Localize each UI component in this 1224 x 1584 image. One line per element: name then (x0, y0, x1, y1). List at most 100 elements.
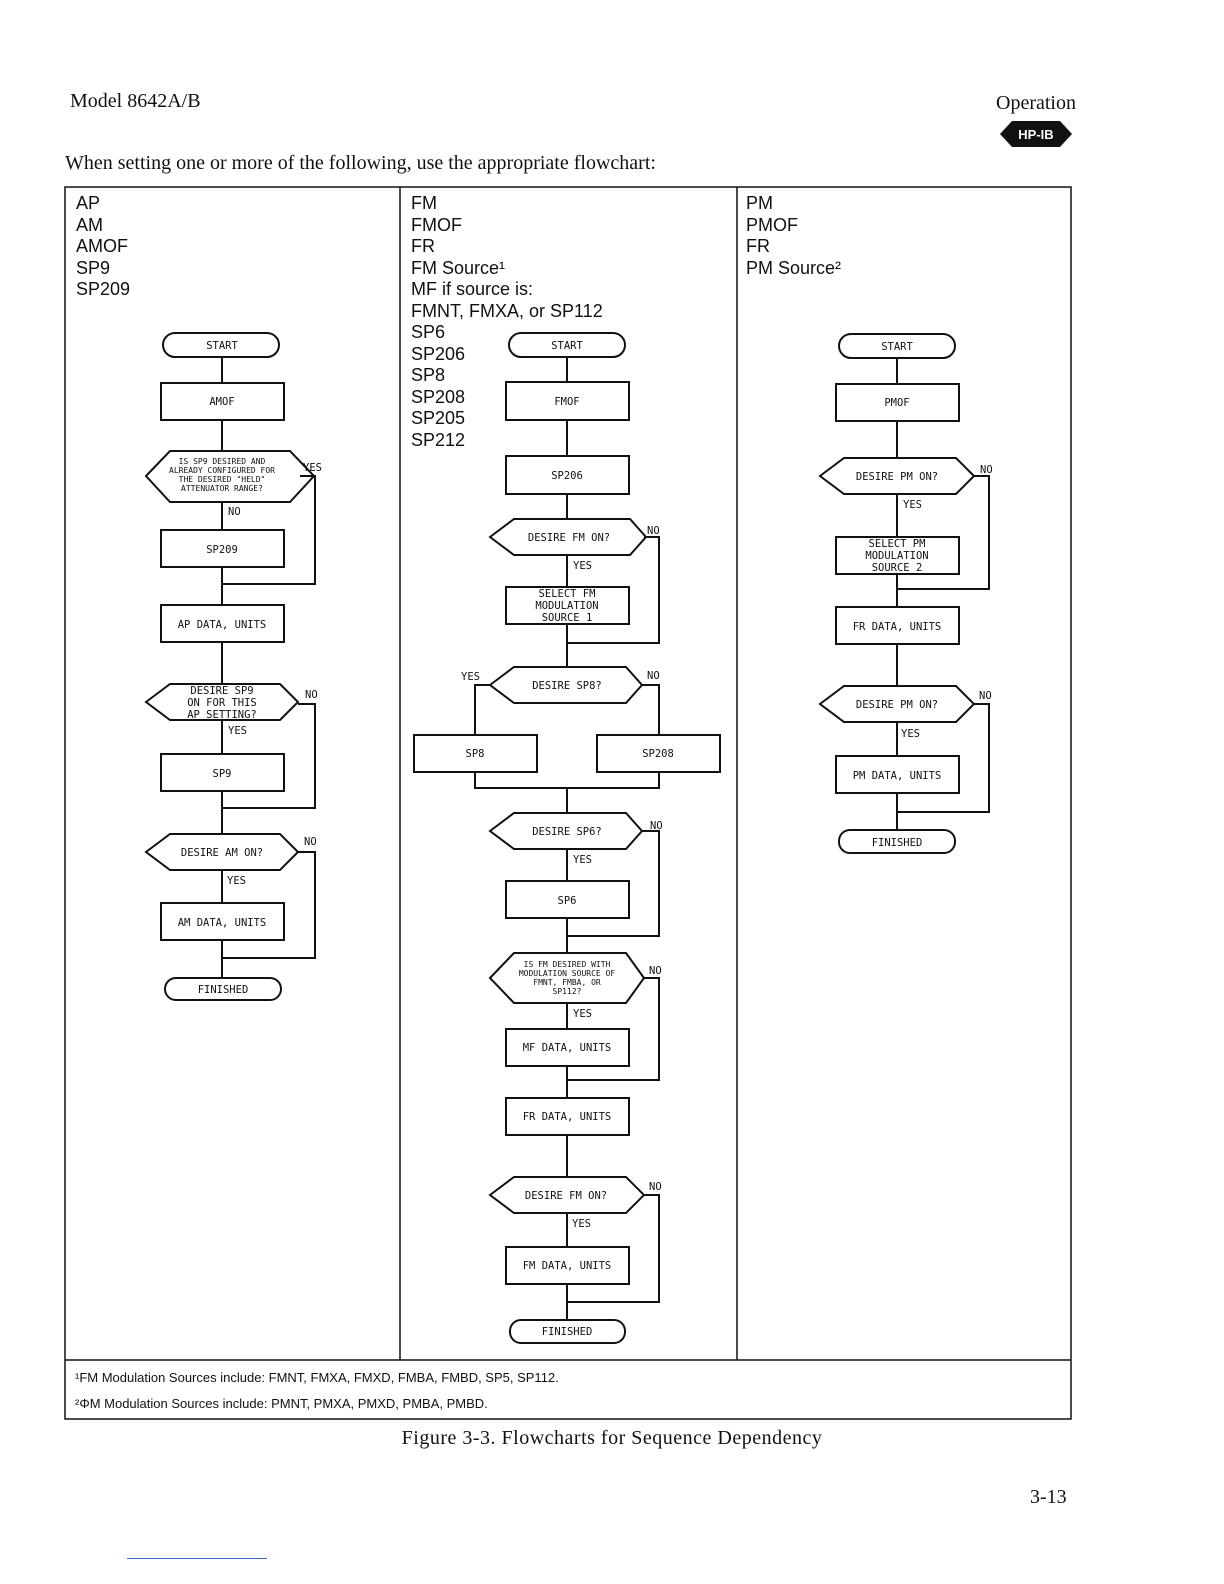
no-label: NO (305, 689, 318, 701)
finished-label: FINISHED (198, 984, 249, 996)
list-item: MF if source is: (411, 279, 534, 299)
decision-line: SP112? (553, 987, 582, 996)
yes-label: YES (303, 462, 322, 474)
fm-data-label: FM DATA, UNITS (523, 1260, 612, 1272)
column3-list: PM PMOF FR PM Source² (746, 193, 841, 279)
pm-data-label: PM DATA, UNITS (853, 770, 942, 782)
select-line: SOURCE 1 (542, 612, 593, 624)
yes-label: YES (461, 671, 480, 683)
no-label: NO (980, 464, 993, 476)
decision-text: DESIRE PM ON? (856, 471, 938, 483)
pmof-label: PMOF (884, 397, 909, 409)
yes-label: YES (901, 728, 920, 740)
list-item: SP206 (411, 343, 466, 364)
footnote-2: ²ΦM Modulation Sources include: PMNT, PM… (75, 1396, 488, 1411)
footnote-1: ¹FM Modulation Sources include: FMNT, FM… (75, 1370, 559, 1385)
yes-label: YES (903, 499, 922, 511)
list-item: AP (76, 193, 101, 213)
decision-line: MODULATION SOURCE OF (519, 969, 616, 978)
no-label: NO (979, 690, 992, 702)
footer-rule (127, 1558, 267, 1559)
start-label: START (206, 340, 238, 352)
list-item: FMNT, FMXA, or SP112 (411, 300, 603, 321)
start-label: START (551, 340, 583, 352)
list-item: PM Source² (746, 257, 842, 278)
sp6-label: SP6 (558, 895, 577, 907)
am-data-label: AM DATA, UNITS (178, 917, 267, 929)
decision-line: IS SP9 DESIRED AND (179, 457, 266, 466)
no-label: NO (649, 1181, 662, 1193)
list-item: AMOF (76, 236, 128, 256)
decision-line: THE DESIRED "HELD" (179, 475, 266, 484)
select-line: SELECT FM (539, 588, 596, 600)
yes-label: YES (227, 875, 246, 887)
decision-text: DESIRE SP8? (532, 680, 602, 692)
decision-line: FMNT, FMBA, OR (533, 978, 601, 987)
list-item: FR (746, 236, 770, 256)
yes-label: YES (228, 725, 247, 737)
yes-label: YES (573, 854, 592, 866)
list-item: SP9 (76, 257, 111, 278)
select-line: MODULATION (535, 600, 598, 612)
figure-caption: Figure 3-3. Flowcharts for Sequence Depe… (401, 1427, 823, 1449)
decision-line: DESIRE SP9 (190, 685, 253, 697)
amof-label: AMOF (209, 396, 234, 408)
fmof-label: FMOF (554, 396, 579, 408)
fr-data-label: FR DATA, UNITS (523, 1111, 612, 1123)
page-number: 3-13 (1030, 1486, 1067, 1508)
column2-list: FM FMOF FR FM Source¹ MF if source is: F… (411, 193, 603, 451)
list-item: FR (411, 236, 435, 256)
list-item: SP208 (411, 386, 466, 407)
ap-data-label: AP DATA, UNITS (178, 619, 267, 631)
yes-label: YES (573, 1008, 592, 1020)
intro-text: When setting one or more of the followin… (65, 152, 656, 174)
decision-line: AP SETTING? (187, 709, 257, 721)
decision-line: IS FM DESIRED WITH (524, 960, 611, 969)
decision-line: ON FOR THIS (187, 697, 257, 709)
finished-label: FINISHED (872, 837, 923, 849)
decision-text: DESIRE SP6? (532, 826, 602, 838)
no-label: NO (649, 965, 662, 977)
decision-text: DESIRE PM ON? (856, 699, 938, 711)
no-label: NO (647, 525, 660, 537)
mf-data-label: MF DATA, UNITS (523, 1042, 612, 1054)
select-line: MODULATION (865, 550, 928, 562)
desire-sp9-decision (144, 683, 300, 721)
decision-line: ALREADY CONFIGURED FOR (169, 466, 275, 475)
decision-text: DESIRE AM ON? (181, 847, 263, 859)
model-header: Model 8642A/B (70, 90, 201, 112)
no-label: NO (304, 836, 317, 848)
section-header: Operation (996, 92, 1076, 114)
column1-list: AP AM AMOF SP9 SP209 (76, 193, 130, 301)
no-label: NO (647, 670, 660, 682)
list-item: SP205 (411, 408, 466, 428)
hp-ib-badge-label: HP-IB (1018, 127, 1053, 142)
sp9-label: SP9 (213, 768, 232, 780)
sp208-label: SP208 (642, 748, 674, 760)
sp206-label: SP206 (551, 470, 583, 482)
list-item: SP209 (76, 279, 131, 299)
select-line: SOURCE 2 (872, 562, 923, 574)
list-item: AM (76, 214, 103, 235)
list-item: FMOF (411, 214, 462, 235)
list-item: PMOF (746, 214, 798, 235)
list-item: PM (746, 193, 773, 213)
no-label: NO (650, 820, 663, 832)
yes-label: YES (572, 1218, 591, 1230)
list-item: SP212 (411, 429, 466, 450)
yes-label: YES (573, 560, 592, 572)
sp209-label: SP209 (206, 544, 238, 556)
list-item: FM (411, 193, 437, 213)
sp8-label: SP8 (466, 748, 485, 760)
list-item: FM Source¹ (411, 257, 506, 278)
list-item: SP6 (411, 322, 446, 342)
decision-text: DESIRE FM ON? (528, 532, 610, 544)
hp-ib-badge: HP-IB (1000, 121, 1072, 147)
list-item: SP8 (411, 365, 446, 385)
start-label: START (881, 341, 913, 353)
no-label: NO (228, 506, 241, 518)
